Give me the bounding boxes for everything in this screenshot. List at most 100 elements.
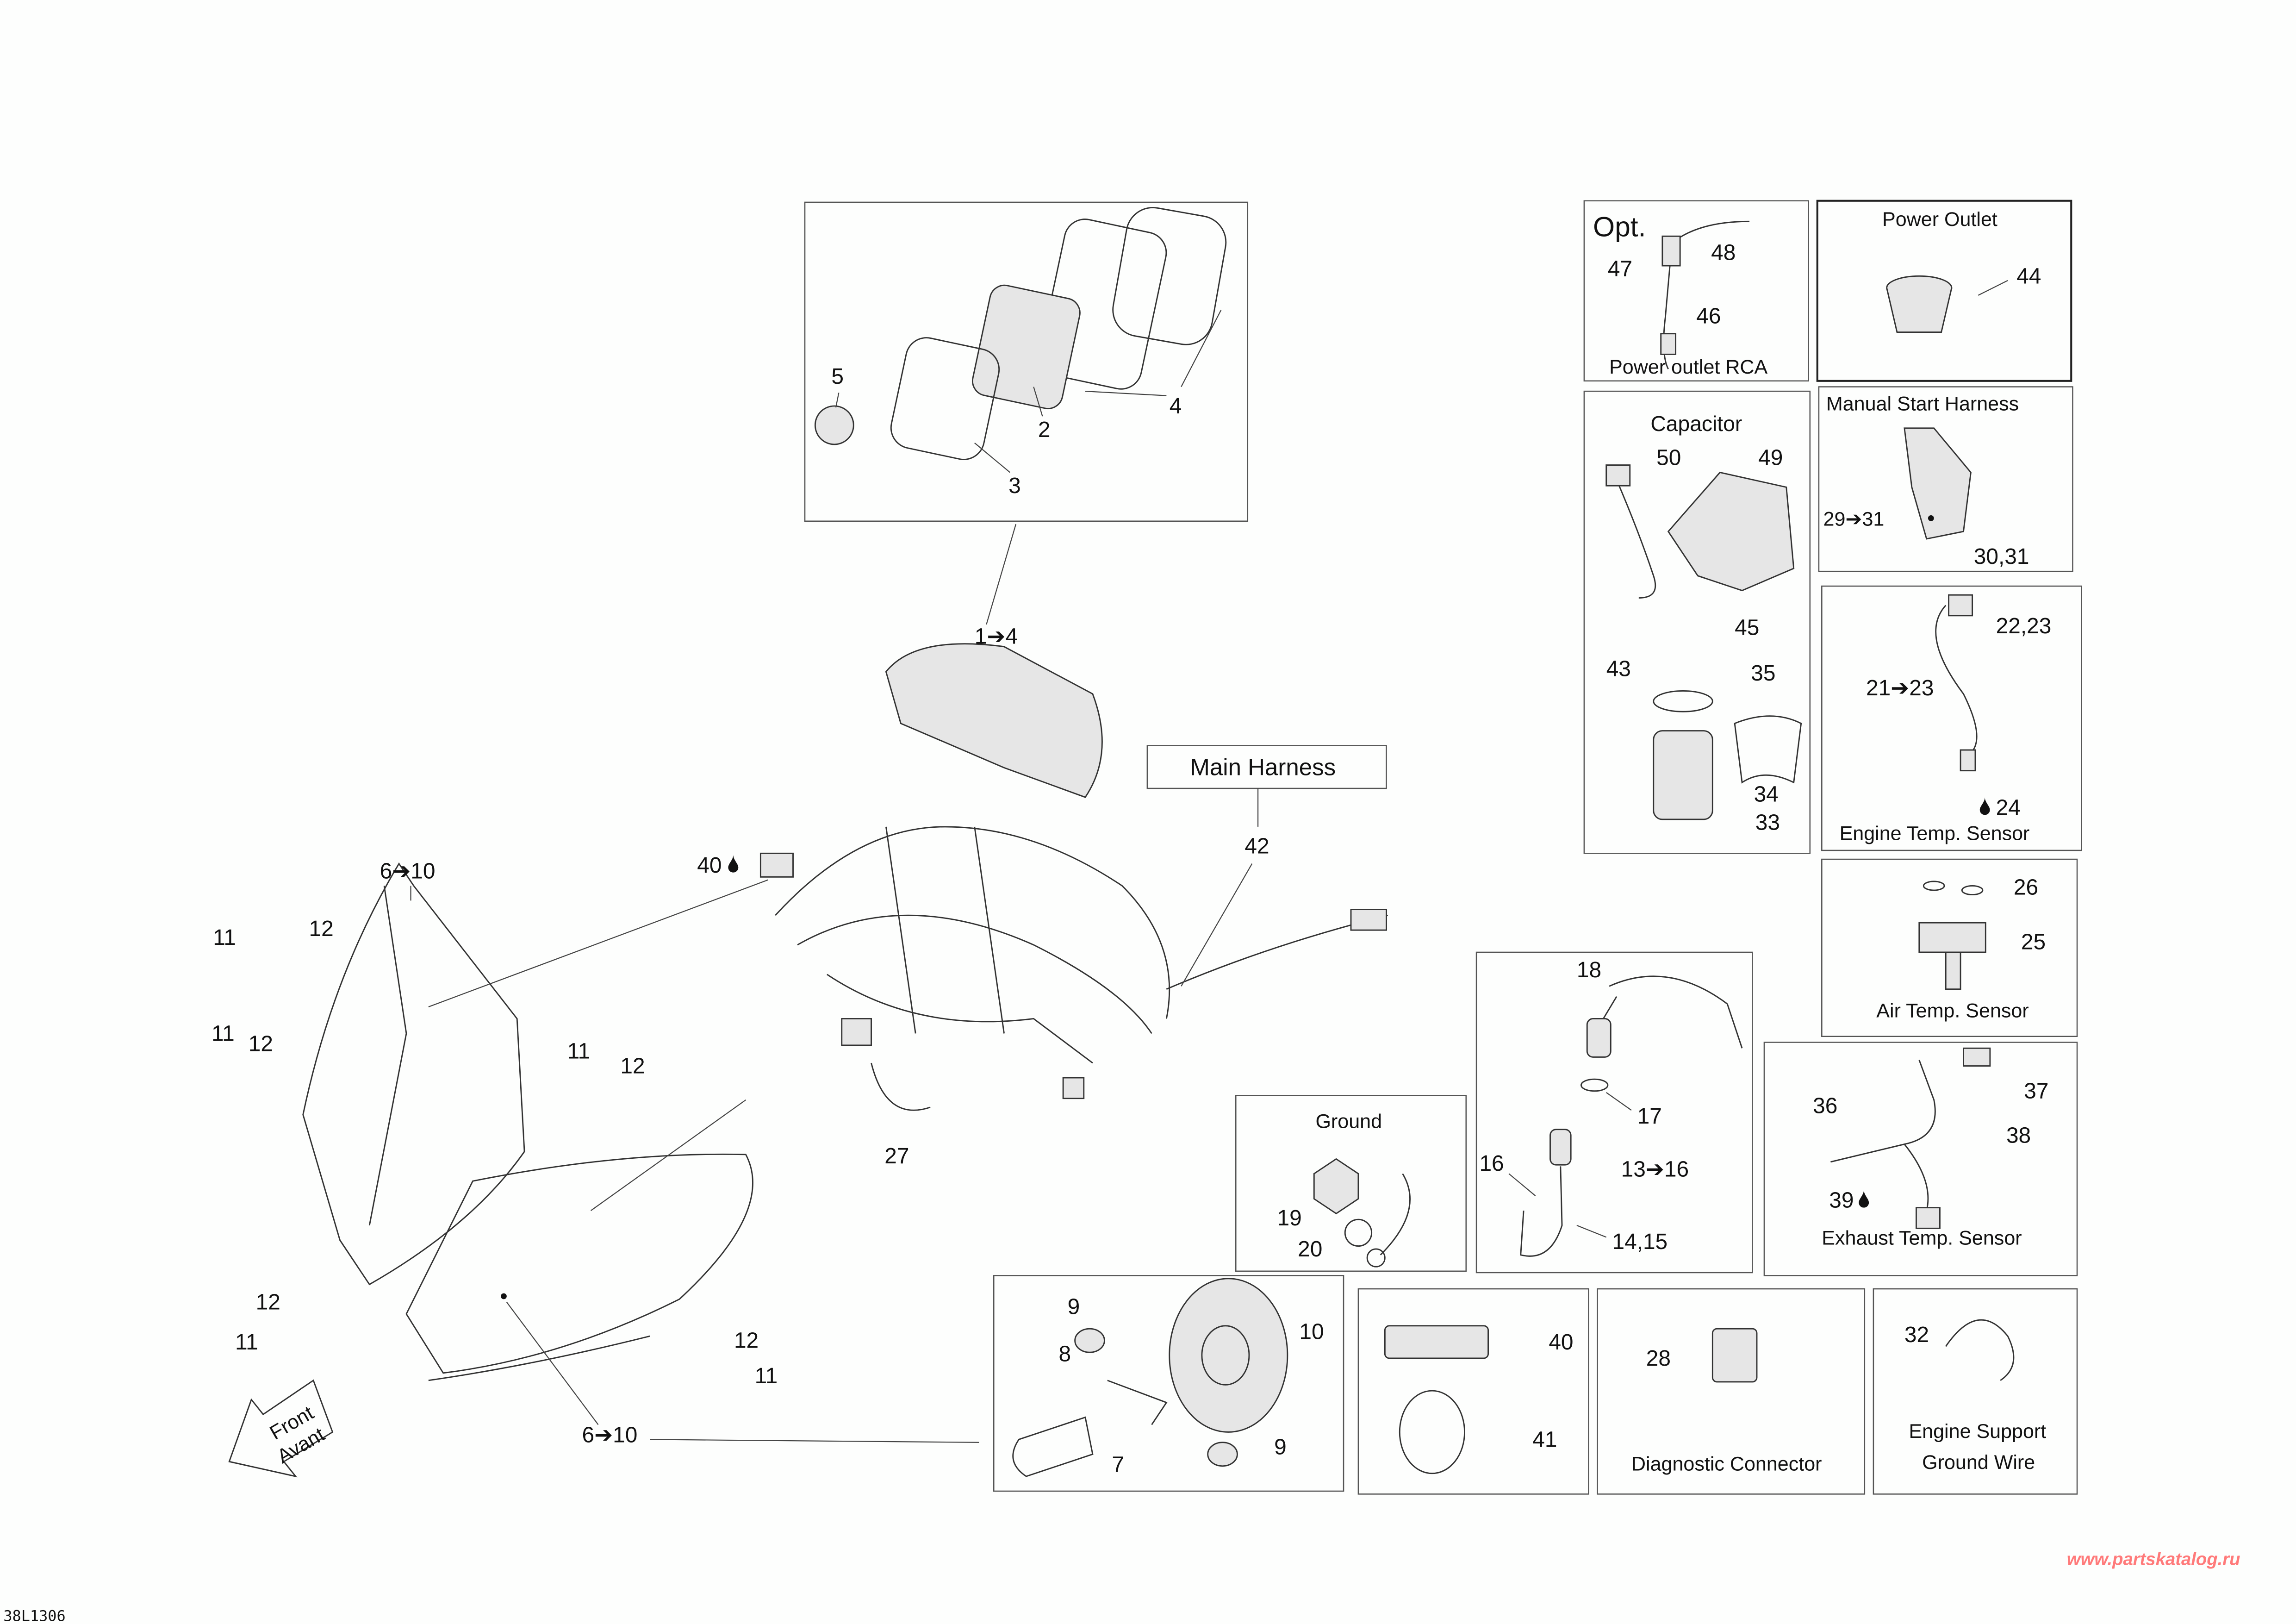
drawing-code: 38L1306 <box>3 1607 65 1624</box>
air-temp-part <box>1918 881 1986 990</box>
main-harness-label-box <box>1146 745 1387 789</box>
callout: 17 <box>1637 1104 1662 1129</box>
power-outlet-part <box>1886 275 2008 333</box>
callout: 48 <box>1711 240 1736 265</box>
callout: 40 <box>697 853 722 878</box>
callout: 11 <box>213 925 236 950</box>
capacitor-box <box>1583 390 1811 854</box>
engine-support-part <box>1945 1319 2015 1381</box>
headlamp-callouts: 6➔10 11 12 11 12 11 12 12 11 12 11 6➔10 <box>212 859 778 1448</box>
callout: 43 <box>1606 657 1631 681</box>
callout: 37 <box>2024 1079 2048 1104</box>
callout: 14,15 <box>1612 1230 1668 1254</box>
exhaust-temp-title: Exhaust Temp. Sensor <box>1822 1227 2022 1249</box>
instrument-cluster-box <box>804 201 1249 522</box>
main-harness-drawing <box>759 788 1388 1111</box>
callout: 10 <box>1299 1320 1324 1344</box>
engine-temp-part <box>1935 594 1978 772</box>
callout: 4 <box>1170 394 1182 418</box>
callout: 9 <box>1274 1435 1287 1459</box>
callout: 27 <box>884 1144 909 1168</box>
opt-callouts: Opt. 48 47 46 Power outlet RCA <box>1593 211 1767 378</box>
bulb-callouts: 9 8 10 7 9 <box>1059 1294 1324 1477</box>
callout: 36 <box>1813 1094 1837 1118</box>
instrument-callouts: 5 2 3 4 1➔4 <box>831 364 1182 649</box>
exhaust-temp-callouts: 37 36 38 39 Exhaust Temp. Sensor <box>1813 1079 2048 1249</box>
air-temp-callouts: 26 25 Air Temp. Sensor <box>1876 875 2046 1022</box>
callout: 49 <box>1758 446 1783 470</box>
callout: 12 <box>620 1054 645 1078</box>
callout: 20 <box>1298 1237 1322 1262</box>
capacitor-callouts: Capacitor 50 49 45 43 35 34 33 <box>1606 412 1783 835</box>
callout: 11 <box>235 1330 258 1355</box>
callout: 21➔23 <box>1866 676 1934 700</box>
front-arrow: Front Avant <box>228 1379 334 1478</box>
callout: 19 <box>1277 1206 1302 1230</box>
callout: 45 <box>1735 615 1759 640</box>
callout: 13➔16 <box>1621 1157 1689 1182</box>
manual-start-title: Manual Start Harness <box>1826 393 2019 415</box>
lubricant-drop-icon <box>1979 797 1990 815</box>
manual-start-callouts: Manual Start Harness 29➔31 30,31 <box>1823 393 2029 569</box>
callout: 11 <box>567 1039 591 1064</box>
bulb-parts <box>1012 1278 1288 1477</box>
callout: 41 <box>1532 1427 1557 1452</box>
exhaust-temp-part <box>1830 1047 1991 1229</box>
callout: 22,23 <box>1996 614 2052 638</box>
ground-parts <box>1313 1158 1411 1268</box>
exhaust-temp-box <box>1763 1042 2078 1276</box>
lube-callouts: 40 41 <box>1532 1330 1573 1452</box>
callout: 50 <box>1656 446 1681 470</box>
opt-caption: Power outlet RCA <box>1609 356 1767 378</box>
headlamp-bulb-box <box>993 1275 1344 1492</box>
callout: 6➔10 <box>380 859 436 884</box>
air-temp-title: Air Temp. Sensor <box>1876 999 2028 1022</box>
lubricant-box <box>1357 1288 1589 1495</box>
capacitor-title: Capacitor <box>1650 412 1742 436</box>
manual-start-part <box>1904 427 1972 540</box>
lubricant-drop-icon <box>728 855 739 873</box>
callout: 34 <box>1754 782 1779 807</box>
lubricant-drop-icon <box>1859 1190 1869 1208</box>
callout: 28 <box>1646 1346 1671 1371</box>
manual-start-box <box>1818 386 2073 572</box>
opt-box <box>1583 200 1809 382</box>
main-harness-title: Main Harness <box>1190 754 1336 780</box>
callout: 12 <box>256 1290 280 1315</box>
capacitor-parts <box>1605 464 1802 820</box>
callout: 32 <box>1904 1323 1929 1347</box>
engine-support-callouts: 32 Engine Support Ground Wire <box>1904 1323 2046 1474</box>
callout: 9 <box>1068 1294 1080 1319</box>
callout: 12 <box>734 1329 759 1353</box>
watermark: www.partskatalog.ru <box>2067 1549 2240 1569</box>
callout: 24 <box>1996 795 2021 820</box>
callout: 40 <box>1549 1330 1573 1355</box>
headlamp-drawing <box>302 862 979 1443</box>
callout: 5 <box>831 364 844 389</box>
diagnostic-title: Diagnostic Connector <box>1631 1453 1822 1475</box>
power-outlet-callouts: Power Outlet 44 <box>1882 208 2041 288</box>
callout: 33 <box>1755 810 1780 835</box>
callout: 38 <box>2006 1123 2031 1148</box>
callout: 44 <box>2016 264 2041 288</box>
callout: 47 <box>1608 256 1632 281</box>
callout: 42 <box>1244 834 1269 858</box>
engine-temp-title: Engine Temp. Sensor <box>1840 823 2030 845</box>
engine-support-title: Ground Wire <box>1922 1451 2035 1474</box>
callout: 1➔4 <box>975 624 1018 649</box>
ground-callouts: Ground 19 20 <box>1277 1110 1382 1261</box>
callout: 7 <box>1112 1453 1124 1477</box>
callout: 39 <box>1829 1188 1854 1213</box>
callout: 25 <box>2021 930 2046 955</box>
callout: 3 <box>1008 474 1021 498</box>
callout: 29➔31 <box>1823 508 1885 530</box>
lube-parts <box>1384 1325 1489 1474</box>
diagnostic-box <box>1597 1288 1866 1495</box>
callout: 26 <box>2014 875 2038 900</box>
callout: 46 <box>1696 304 1721 328</box>
callout: 18 <box>1577 958 1601 982</box>
opt-parts <box>1660 220 1750 369</box>
ground-box <box>1235 1095 1467 1272</box>
engine-temp-box <box>1821 585 2082 851</box>
